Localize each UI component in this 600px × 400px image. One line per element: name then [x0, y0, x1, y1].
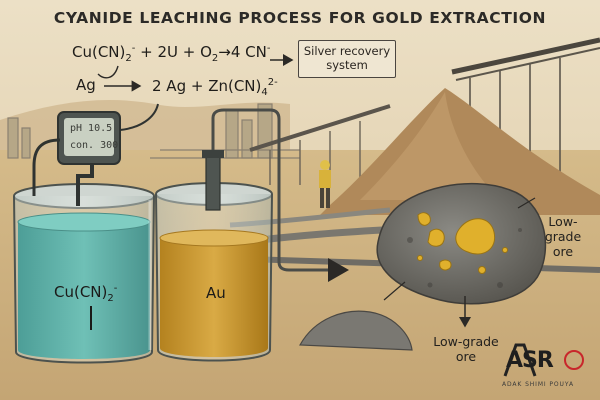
eq2-left: Ag — [76, 76, 96, 94]
eq1-rest: + 2U + O — [135, 43, 212, 61]
eq1-sub2: 2 — [211, 53, 219, 64]
ore-right-line-2: grade — [544, 229, 582, 244]
diagram-title: CYANIDE LEACHING PROCESS FOR GOLD EXTRAC… — [53, 9, 547, 27]
beaker-left-sub: 2 — [107, 293, 114, 304]
ore-right-line-1: Low- — [548, 214, 578, 229]
logo-text: ASR — [506, 348, 554, 373]
beaker-left-formula: Cu(CN) — [54, 283, 108, 301]
logo-mark — [503, 343, 584, 377]
ore-right-line-3: ore — [552, 244, 574, 259]
small-ore-pile — [299, 310, 413, 351]
silver-recovery-box: Silver recovery system — [298, 40, 396, 78]
ore-bottom-line-1: Low-grade — [433, 334, 499, 349]
beaker-left-marker — [90, 306, 92, 330]
transfer-pipe — [211, 108, 349, 282]
probe-right — [202, 150, 224, 211]
ph-meter — [32, 103, 159, 206]
conveyor-belt-left — [249, 104, 391, 185]
eq1-sup: - — [131, 43, 136, 54]
worker-figure — [319, 160, 331, 208]
equation-line-1: Cu(CN)2- + 2U + O2→4 CN- — [72, 44, 270, 64]
eq2-sup: 2- — [267, 77, 278, 88]
eq2-middle: 2 Ag + Zn(CN) — [152, 77, 262, 95]
silver-box-line-2: system — [326, 58, 368, 72]
eq1-sup2: - — [266, 43, 271, 54]
eq1-product: →4 CN — [218, 43, 267, 61]
meter-ph-reading: pH 10.5 — [70, 123, 113, 134]
eq1-sub: 2 — [125, 53, 132, 64]
leader-line-pile — [383, 281, 406, 301]
reaction-bracket — [97, 65, 119, 79]
gold-nuggets — [417, 212, 508, 274]
beaker-right-label: Au — [206, 284, 226, 302]
ore-bottom-line-2: ore — [455, 349, 477, 364]
ore-label-right: Low- grade ore — [538, 214, 588, 259]
logo-tagline: ADAK SHIMI POUYA — [502, 381, 574, 388]
leader-line-right — [517, 197, 536, 209]
silver-box-line-1: Silver recovery — [303, 44, 391, 58]
beaker-left — [13, 183, 155, 364]
ore-label-bottom: Low-grade ore — [426, 334, 506, 364]
meter-con-reading: con. 300 — [70, 140, 119, 151]
eq2-sub: 4 — [261, 87, 268, 98]
beaker-left-sup: - — [113, 283, 118, 294]
eq1-reactant: Cu(CN) — [72, 43, 126, 61]
equation-line-2: 2 Ag + Zn(CN)42- — [152, 78, 278, 98]
beaker-left-label: Cu(CN)2- — [54, 284, 117, 304]
